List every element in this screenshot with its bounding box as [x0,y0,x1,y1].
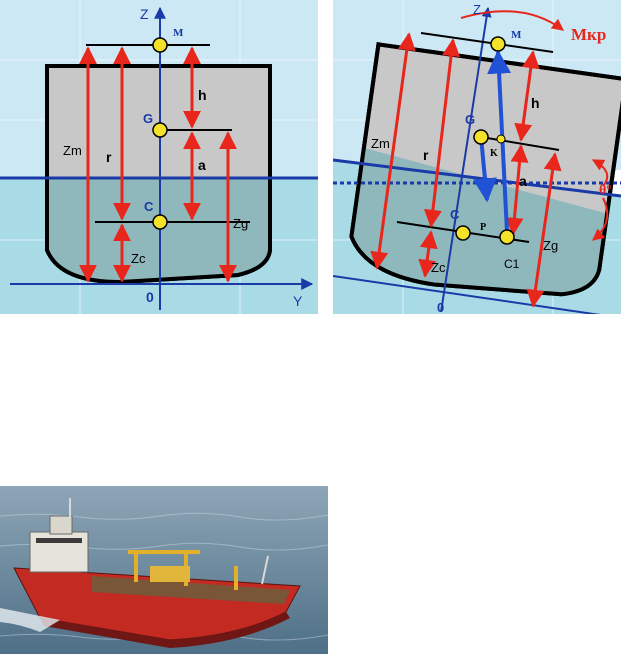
point-m [152,37,168,53]
point-g [152,122,168,138]
point-m-label: M [511,29,522,41]
point-g-label: G [143,111,153,126]
a-arrow [505,144,529,236]
point-c1-label: C1 [504,257,520,271]
z-axis-label: Z [473,2,481,17]
h-label: h [531,95,540,111]
ship-wake [0,608,60,632]
metacenter-line [420,32,554,53]
fore-mast [261,555,269,585]
z-axis [440,7,492,313]
point-m-label: M [173,27,184,39]
heeling-moment-arc [460,10,564,31]
h-arrow [514,50,540,142]
heeling-moment-label: Mкр [571,25,606,44]
zg-label: Zg [543,238,558,253]
gravity-line [480,136,560,151]
zm-label: Zm [63,143,82,158]
upright-diagram-svg: Z Y 0 M G C h a r Zm Zg Zc [0,0,318,314]
a-label: a [519,173,527,189]
point-c [152,214,168,230]
upright-stability-diagram: Z Y 0 M G C h a r Zm Zg Zc [0,0,318,314]
zc-label: Zc [431,260,446,275]
heeled-stability-diagram: Z 0 M G K C P C1 h a r Zm Zg Zc Mкр θ° [333,0,621,314]
heel-angle-arc-bottom [592,197,609,241]
r-arrow [423,38,461,228]
hull-underwater [47,178,270,282]
deck-cargo [92,576,290,604]
point-m [490,36,506,52]
point-c1 [499,229,515,245]
y-axis-label: Y [293,293,303,309]
r-label: r [106,149,112,165]
heeled-diagram-svg: Z 0 M G K C P C1 h a r Zm Zg Zc Mкр θ° [333,0,621,314]
point-k-label: K [490,148,498,159]
a-label: a [198,157,206,173]
heel-angle-label: θ° [599,183,612,198]
weight-force-arrow [473,136,497,203]
zm-label: Zm [371,136,390,151]
origin-label: 0 [146,289,154,305]
point-c-label: C [450,207,460,222]
point-c-label: C [144,199,154,214]
origin-label: 0 [437,300,444,314]
point-g-label: G [465,112,475,127]
crane-platform [150,566,190,582]
zg-label: Zg [233,216,248,231]
bridge-windows [36,538,82,543]
r-label: r [423,147,429,163]
point-g [473,129,489,145]
point-k [496,134,506,144]
heel-angle-arc-top [591,159,609,187]
point-c [455,225,471,241]
zc-label: Zc [131,251,146,266]
cargo-ship-photo [0,486,328,654]
ship-wheelhouse [49,515,73,535]
deck-cranes [128,550,238,590]
base-line [333,275,601,314]
zg-arrow [526,152,562,308]
ship-photo-svg [0,486,328,654]
point-p-label: P [480,222,486,233]
zc-arrow [418,230,438,278]
h-label: h [198,87,207,103]
z-axis-label: Z [140,6,149,22]
ship-hull-shadow [40,612,290,648]
zm-arrow [370,32,416,270]
